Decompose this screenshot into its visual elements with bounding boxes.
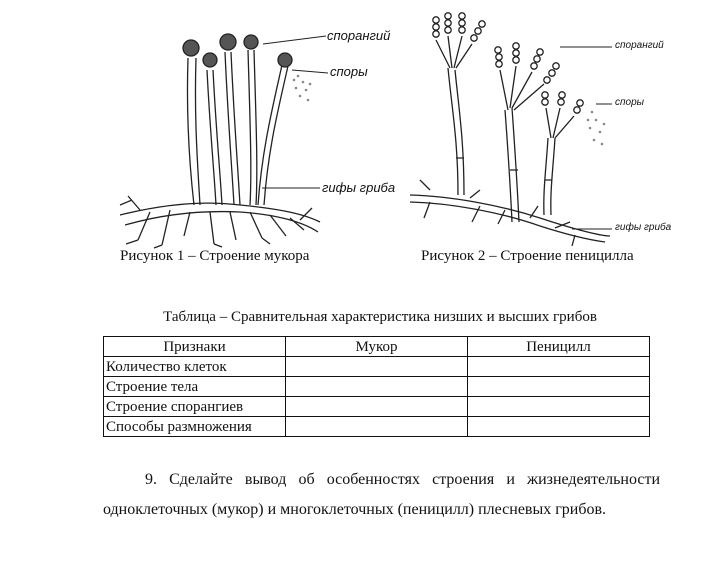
table-row: Способы размножения <box>103 416 650 437</box>
label-leader-lines <box>262 35 612 230</box>
header-mucor: Мукор <box>285 336 468 357</box>
mucor-sporangium-label: спорангий <box>327 28 391 43</box>
row-penicillium-cell <box>467 416 650 437</box>
mucor-spores-label: споры <box>330 64 368 79</box>
row-penicillium-cell <box>467 396 650 417</box>
table-title: Таблица – Сравнительная характеристика н… <box>163 309 597 325</box>
header-features: Признаки <box>103 336 286 357</box>
penicillium-hyphae-label: гифы гриба <box>615 222 672 233</box>
row-feature-cell: Способы размножения <box>103 416 286 437</box>
table-row: Количество клеток <box>103 356 650 377</box>
row-mucor-cell <box>285 396 468 417</box>
task-paragraph: 9. Сделайте вывод об особенностях строен… <box>103 465 660 525</box>
row-penicillium-cell <box>467 376 650 397</box>
row-mucor-cell <box>285 376 468 397</box>
row-penicillium-cell <box>467 356 650 377</box>
figure2-caption: Рисунок 2 – Строение пеницилла <box>421 248 634 264</box>
penicillium-spores-label: споры <box>615 97 644 108</box>
row-feature-cell: Строение спорангиев <box>103 396 286 417</box>
table-header-row: Признаки Мукор Пеницилл <box>103 336 650 357</box>
header-penicillium: Пеницилл <box>467 336 650 357</box>
task-text: 9. Сделайте вывод об особенностях строен… <box>103 471 660 518</box>
penicillium-drawing <box>409 12 611 247</box>
mucor-hyphae-label: гифы гриба <box>322 180 396 195</box>
figure1-caption: Рисунок 1 – Строение мукора <box>120 248 310 264</box>
row-feature-cell: Строение тела <box>103 376 286 397</box>
table-row: Строение тела <box>103 376 650 397</box>
row-feature-cell: Количество клеток <box>103 356 286 377</box>
row-mucor-cell <box>285 416 468 437</box>
penicillium-sporangium-label: спорангий <box>615 40 664 51</box>
row-mucor-cell <box>285 356 468 377</box>
mucor-drawing <box>119 33 321 249</box>
table-row: Строение спорангиев <box>103 396 650 417</box>
comparison-table: Признаки Мукор Пеницилл Количество клето… <box>103 336 650 437</box>
